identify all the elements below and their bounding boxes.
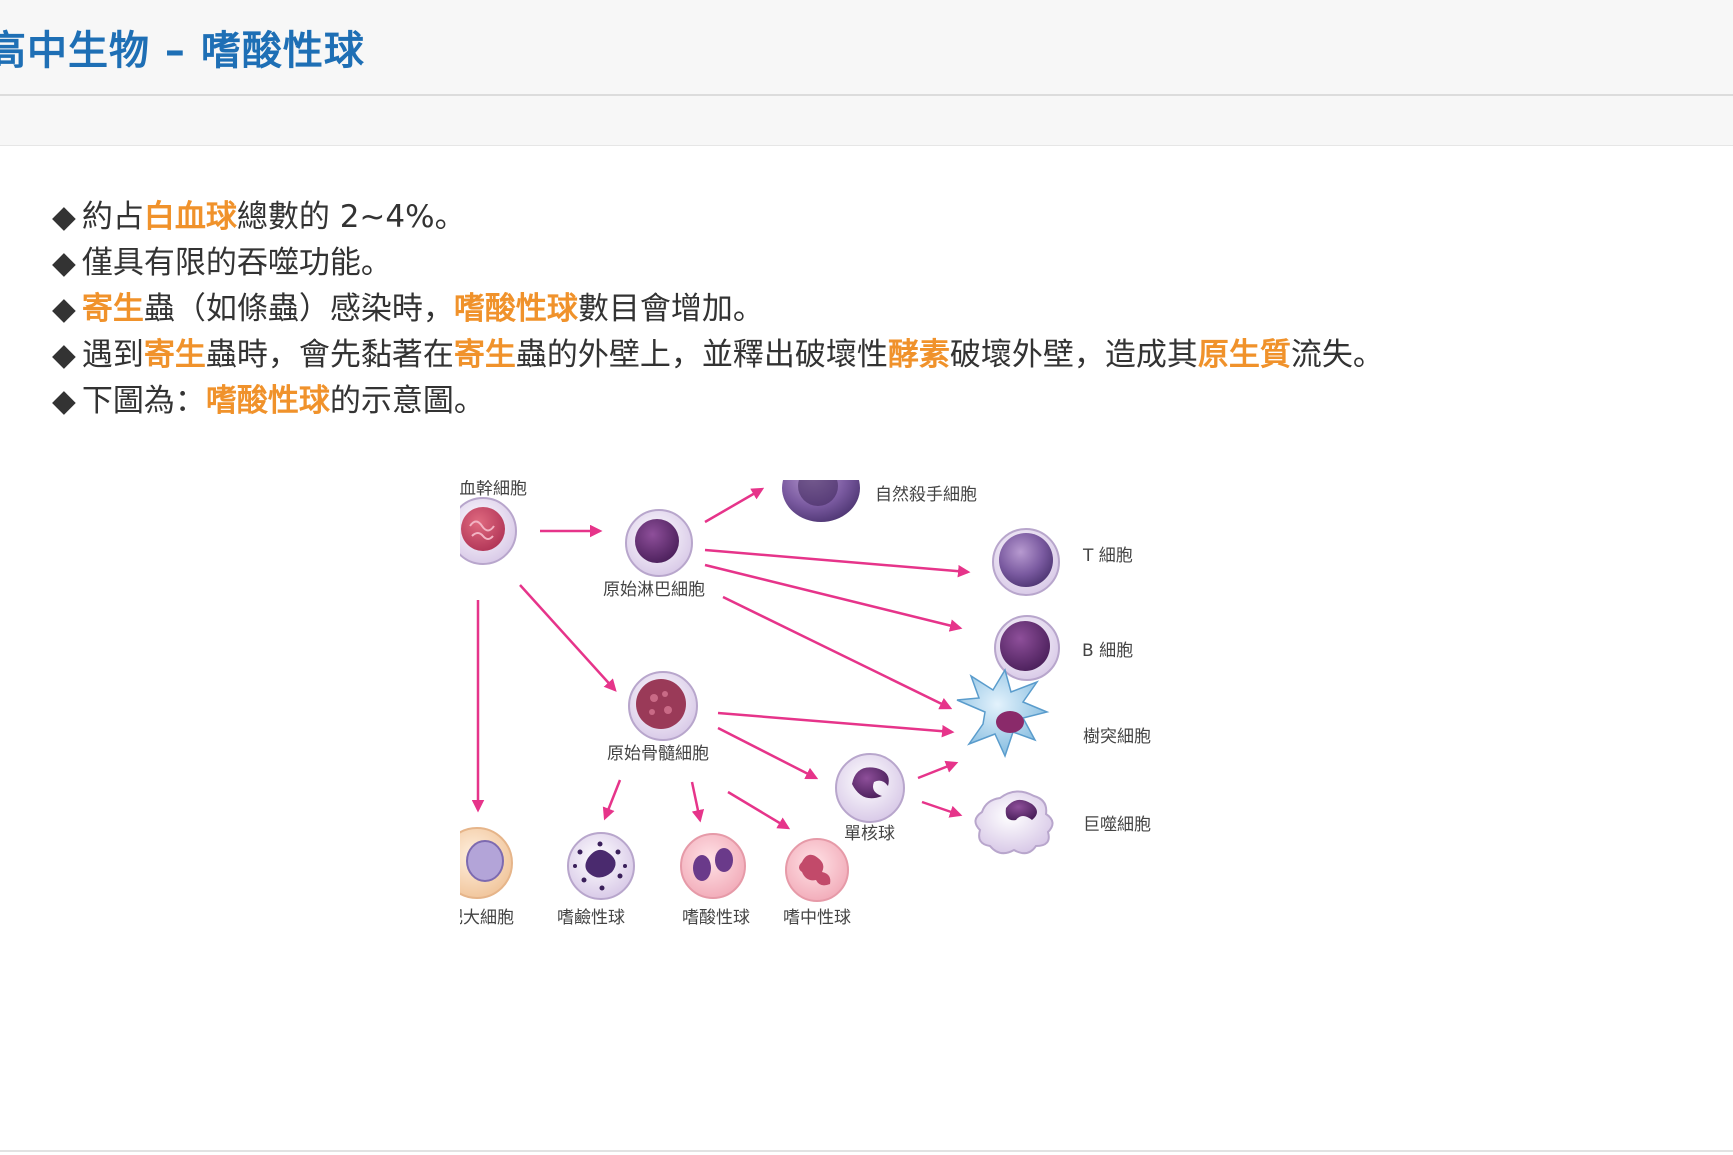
bullet-diamond-icon: ◆ bbox=[52, 291, 76, 327]
label-macrophage: 巨噬細胞 bbox=[1083, 815, 1151, 835]
bullet-item: ◆寄生蟲（如條蟲）感染時，嗜酸性球數目會增加。 bbox=[52, 286, 1384, 332]
bullet-text: 遇到 bbox=[81, 337, 144, 373]
basophil-cell bbox=[567, 832, 635, 900]
arrow-myeloid-to-neutrophil bbox=[727, 790, 791, 830]
arrow-monocyte-to-dendritic bbox=[917, 760, 959, 780]
bullet-text: 數目會增加。 bbox=[577, 291, 764, 327]
arrow-lymph-to-t bbox=[704, 548, 971, 578]
highlight-term: 嗜酸性球 bbox=[205, 383, 330, 419]
bullet-diamond-icon: ◆ bbox=[52, 383, 76, 419]
label-b-cell: B 細胞 bbox=[1082, 641, 1133, 661]
label-dendritic-cell: 樹突細胞 bbox=[1083, 727, 1151, 747]
bullet-text: 的示意圖。 bbox=[329, 383, 485, 419]
arrow-group bbox=[471, 487, 971, 830]
bullet-text: 約占 bbox=[81, 199, 144, 235]
bullet-item: ◆約占白血球總數的 2~4%。 bbox=[52, 194, 1384, 240]
highlight-term: 嗜酸性球 bbox=[453, 291, 578, 327]
label-eosinophil: 嗜酸性球 bbox=[682, 908, 750, 928]
arrow-monocyte-to-macrophage bbox=[921, 800, 963, 818]
highlight-term: 寄生 bbox=[81, 291, 144, 327]
bullet-diamond-icon: ◆ bbox=[52, 337, 76, 373]
bullet-list: ◆約占白血球總數的 2~4%。◆僅具有限的吞噬功能。◆寄生蟲（如條蟲）感染時，嗜… bbox=[52, 194, 1384, 424]
label-lymphoid-progenitor: 原始淋巴細胞 bbox=[603, 580, 705, 600]
dendritic-cell bbox=[956, 668, 1050, 759]
label-neutrophil: 嗜中性球 bbox=[783, 908, 851, 928]
macrophage-cell bbox=[974, 790, 1054, 855]
bullet-text: 蟲時，會先黏著在 bbox=[205, 337, 454, 373]
bullet-item: ◆下圖為：嗜酸性球的示意圖。 bbox=[52, 378, 1384, 424]
lymphoid-progenitor-cell bbox=[625, 509, 693, 577]
highlight-term: 原生質 bbox=[1197, 337, 1291, 373]
label-stem-cell: 造血幹細胞 bbox=[460, 480, 527, 499]
mast-cell bbox=[460, 827, 513, 899]
nk-cell bbox=[782, 480, 860, 522]
stem-cell bbox=[460, 497, 517, 565]
arrow-lymph-to-nk bbox=[704, 487, 765, 524]
label-basophil: 嗜鹼性球 bbox=[557, 908, 625, 928]
arrow-myeloid-to-dendritic bbox=[717, 711, 955, 738]
b-cell bbox=[994, 615, 1060, 681]
arrow-stem-to-myeloid bbox=[519, 584, 617, 692]
page-title: 高中生物 – 嗜酸性球 bbox=[0, 28, 365, 74]
highlight-term: 寄生 bbox=[453, 337, 516, 373]
highlight-term: 寄生 bbox=[143, 337, 206, 373]
bullet-item: ◆遇到寄生蟲時，會先黏著在寄生蟲的外壁上，並釋出破壞性酵素破壞外壁，造成其原生質… bbox=[52, 332, 1384, 378]
bullet-text: 僅具有限的吞噬功能。 bbox=[81, 245, 392, 281]
bullet-text: 下圖為： bbox=[81, 383, 206, 419]
top-header: 高中生物 – 嗜酸性球 bbox=[0, 0, 1733, 96]
t-cell bbox=[992, 528, 1060, 596]
sub-bar bbox=[0, 96, 1733, 146]
arrow-lymph-to-b bbox=[704, 563, 963, 632]
cell-lineage-diagram: 造血幹細胞 自然殺手細胞 原始淋巴細胞 T 細胞 B 細胞 原始骨髓細胞 樹突細… bbox=[460, 480, 1340, 1040]
label-nk-cell: 自然殺手細胞 bbox=[875, 485, 977, 505]
arrow-lymph-to-dendritic bbox=[722, 595, 953, 710]
diagram-svg: 造血幹細胞 自然殺手細胞 原始淋巴細胞 T 細胞 B 細胞 原始骨髓細胞 樹突細… bbox=[460, 480, 1151, 928]
bullet-item: ◆僅具有限的吞噬功能。 bbox=[52, 240, 1384, 286]
highlight-term: 白血球 bbox=[143, 199, 237, 235]
bullet-text: 蟲的外壁上，並釋出破壞性 bbox=[515, 337, 888, 373]
arrow-myeloid-to-eosinophil bbox=[690, 781, 705, 823]
bottom-divider bbox=[0, 1150, 1733, 1152]
arrow-myeloid-to-basophil bbox=[602, 779, 622, 821]
bullet-text: 流失。 bbox=[1290, 337, 1384, 373]
bullet-text: 蟲（如條蟲）感染時， bbox=[143, 291, 454, 327]
label-monocyte: 單核球 bbox=[844, 824, 895, 844]
bullet-diamond-icon: ◆ bbox=[52, 199, 76, 235]
bullet-text: 破壞外壁，造成其 bbox=[949, 337, 1198, 373]
monocyte-cell bbox=[835, 753, 905, 823]
eosinophil-cell bbox=[680, 833, 746, 899]
neutrophil-cell bbox=[785, 838, 849, 902]
bullet-diamond-icon: ◆ bbox=[52, 245, 76, 281]
highlight-term: 酵素 bbox=[887, 337, 950, 373]
label-mast-cell: 肥大細胞 bbox=[460, 908, 514, 928]
arrow-myeloid-to-monocyte bbox=[717, 726, 819, 780]
bullet-text: 總數的 2~4%。 bbox=[236, 199, 466, 235]
myeloid-progenitor-cell bbox=[628, 671, 698, 741]
label-t-cell: T 細胞 bbox=[1082, 546, 1133, 566]
label-myeloid-progenitor: 原始骨髓細胞 bbox=[607, 744, 709, 764]
